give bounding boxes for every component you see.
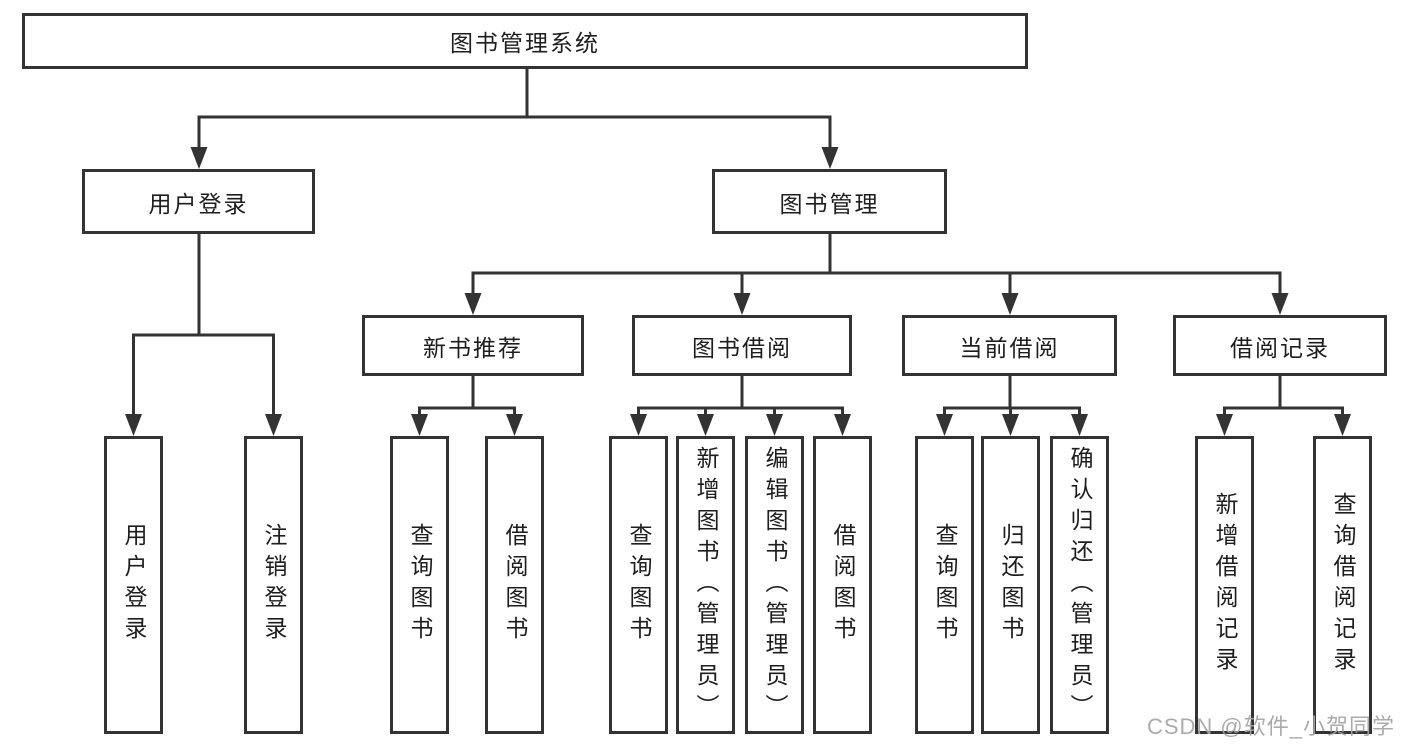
node-book-borrowing-label: 图书借阅 <box>692 334 792 361</box>
leaf-add-book-admin-label: 新增图书（管理员） <box>693 445 719 725</box>
leaf-borrow-books-borrowing: 借阅图书 <box>813 436 872 734</box>
leaf-return-book-label: 归还图书 <box>998 523 1024 647</box>
leaf-edit-book-admin-label: 编辑图书（管理员） <box>762 445 788 725</box>
node-current-borrowing: 当前借阅 <box>902 315 1117 376</box>
leaf-borrow-books-recommend: 借阅图书 <box>485 436 544 734</box>
node-book-borrowing: 图书借阅 <box>632 315 852 376</box>
leaf-query-books-recommend-label: 查询图书 <box>407 523 433 647</box>
node-book-management-label: 图书管理 <box>779 190 880 217</box>
leaf-add-borrow-record-label: 新增借阅记录 <box>1212 492 1238 678</box>
node-borrow-records-label: 借阅记录 <box>1230 334 1330 361</box>
node-library-system-label: 图书管理系统 <box>450 30 600 56</box>
node-borrow-records: 借阅记录 <box>1173 315 1387 376</box>
node-new-book-recommend: 新书推荐 <box>362 315 584 376</box>
leaf-add-book-admin: 新增图书（管理员） <box>676 436 735 734</box>
leaf-query-books-borrowing: 查询图书 <box>609 436 668 734</box>
leaf-query-books-current-label: 查询图书 <box>932 523 958 647</box>
node-book-management: 图书管理 <box>712 169 947 234</box>
leaf-borrow-books-borrowing-label: 借阅图书 <box>830 523 856 647</box>
node-user-login: 用户登录 <box>82 169 315 234</box>
leaf-query-books-borrowing-label: 查询图书 <box>626 523 652 647</box>
node-new-book-recommend-label: 新书推荐 <box>423 334 523 361</box>
leaf-confirm-return-admin: 确认归还（管理员） <box>1050 436 1109 734</box>
leaf-borrow-books-recommend-label: 借阅图书 <box>502 523 528 647</box>
node-library-system: 图书管理系统 <box>22 13 1028 69</box>
leaf-add-borrow-record: 新增借阅记录 <box>1195 436 1254 734</box>
csdn-watermark: CSDN @软件_小贺同学 <box>1146 714 1395 739</box>
leaf-user-login-label: 用户登录 <box>121 523 147 647</box>
leaf-confirm-return-admin-label: 确认归还（管理员） <box>1067 445 1093 725</box>
leaf-logout-label: 注销登录 <box>261 523 287 647</box>
leaf-query-books-recommend: 查询图书 <box>390 436 449 734</box>
leaf-query-books-current: 查询图书 <box>915 436 974 734</box>
leaf-query-borrow-record: 查询借阅记录 <box>1313 436 1372 734</box>
leaf-user-login: 用户登录 <box>104 436 163 734</box>
leaf-edit-book-admin: 编辑图书（管理员） <box>745 436 804 734</box>
leaf-query-borrow-record-label: 查询借阅记录 <box>1330 492 1356 678</box>
leaf-return-book: 归还图书 <box>981 436 1040 734</box>
node-current-borrowing-label: 当前借阅 <box>959 334 1060 361</box>
leaf-logout: 注销登录 <box>244 436 303 734</box>
node-user-login-label: 用户登录 <box>148 190 249 217</box>
